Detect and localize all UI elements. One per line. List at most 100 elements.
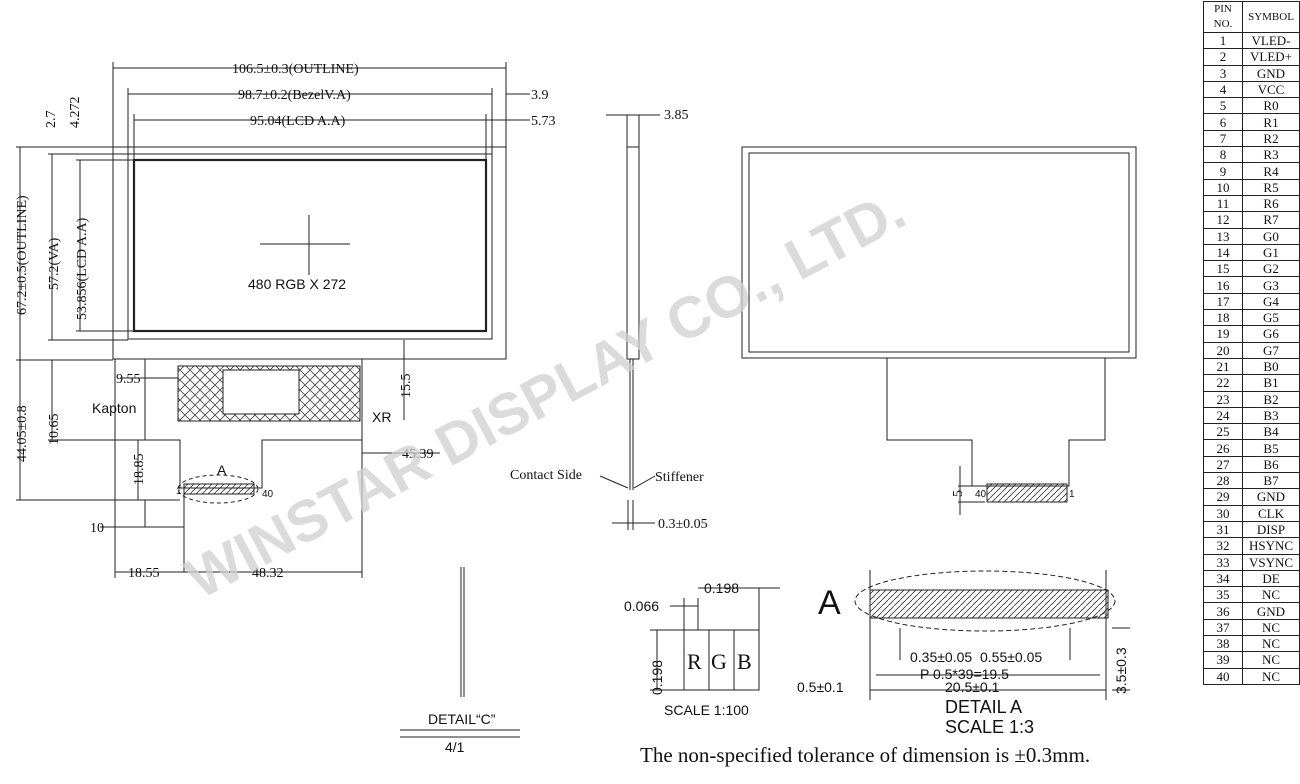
pin-1-label: 1	[176, 486, 182, 497]
pin-symbol: B2	[1242, 390, 1300, 408]
pin-symbol: VCC	[1242, 80, 1300, 99]
pin-number: 8	[1203, 146, 1243, 164]
dim-0-5: 0.5±0.1	[797, 679, 844, 695]
pin-symbol: R7	[1242, 211, 1300, 229]
pin-symbol: B1	[1242, 374, 1300, 392]
pin-symbol: R0	[1242, 97, 1300, 115]
pin-symbol: CLK	[1242, 504, 1300, 522]
connector-pins	[183, 483, 255, 495]
dim-45-39: 45.39	[402, 447, 434, 462]
detail-a-letter: A	[818, 584, 841, 622]
pin-number: 7	[1203, 129, 1243, 148]
pin-symbol: G1	[1242, 243, 1300, 262]
bezel-va-label: 98.7±0.2(BezelV.A)	[238, 88, 351, 103]
pin-symbol: R3	[1242, 146, 1300, 164]
dim-48-32: 48.32	[252, 566, 284, 581]
dim-0-3: 0.3±0.05	[658, 517, 708, 532]
detail-c-title: DETAIL“C”	[428, 711, 496, 727]
pin-number: 13	[1203, 227, 1243, 245]
dim-15-5: 15.5	[399, 374, 414, 399]
pin-number: 4	[1203, 80, 1243, 99]
dim-2-7: 2.7	[44, 111, 59, 129]
lcd-aa-height-label: 53.856(LCD A.A)	[75, 217, 90, 320]
symbol-header: SYMBOL	[1242, 1, 1300, 33]
front-view	[16, 62, 530, 578]
pin-symbol: R5	[1242, 178, 1300, 196]
pin-number: 2	[1203, 48, 1243, 66]
pin-number: 15	[1203, 260, 1243, 278]
contact-side-label: Contact Side	[510, 468, 582, 483]
pin-number: 12	[1203, 211, 1243, 229]
pin-number: 38	[1203, 634, 1243, 653]
pin-number: 33	[1203, 553, 1243, 571]
pin-symbol: B0	[1242, 357, 1300, 376]
rgb-r: R	[687, 649, 702, 674]
kapton-label: Kapton	[92, 400, 136, 416]
pin-number: 22	[1203, 374, 1243, 392]
pin-table-header: PIN NO. SYMBOL	[1203, 1, 1300, 33]
rgb-b: B	[737, 649, 752, 674]
stiffener-label: Stiffener	[655, 470, 704, 485]
pin-symbol: G5	[1242, 309, 1300, 327]
pin-symbol: R1	[1242, 113, 1300, 131]
pin-symbol: HSYNC	[1242, 537, 1300, 555]
pin-symbol: B3	[1242, 406, 1300, 425]
rgb-pixel-detail	[650, 587, 780, 691]
resolution-label: 480 RGB X 272	[248, 276, 346, 292]
pin-symbol: B6	[1242, 455, 1300, 474]
rgb-g: G	[711, 649, 727, 674]
pin-symbol: G6	[1242, 325, 1300, 343]
dim-9-55: 9.55	[116, 372, 141, 387]
dim-0-198-side: 0.198	[649, 660, 665, 695]
pin-symbol: B7	[1242, 472, 1300, 490]
dim-20-5: 20.5±0.1	[945, 679, 1000, 695]
dim-0-066: 0.066	[624, 598, 659, 614]
pin-symbol: G0	[1242, 227, 1300, 245]
pin-number: 21	[1203, 357, 1243, 376]
pin-number: 35	[1203, 586, 1243, 604]
pin-no-header: PIN NO.	[1203, 1, 1243, 33]
pin-number: 34	[1203, 569, 1243, 588]
detail-c-view	[400, 567, 520, 738]
pin-symbol: VLED+	[1242, 48, 1300, 66]
detail-a-title: DETAIL A	[945, 697, 1022, 717]
pin-number: 19	[1203, 325, 1243, 343]
pin-number: 29	[1203, 488, 1243, 506]
pin-1-rear: 1	[1069, 489, 1075, 500]
outline-height-label: 67.2±0.5(OUTLINE)	[15, 195, 30, 315]
pin-number: 40	[1203, 667, 1243, 685]
outline-frame	[112, 146, 507, 360]
pin-number: 32	[1203, 537, 1243, 555]
pin-number: 20	[1203, 341, 1243, 359]
pin-symbol: VLED-	[1242, 31, 1300, 50]
dim-3-85: 3.85	[664, 108, 689, 123]
detail-a-scale: SCALE 1:3	[945, 717, 1034, 737]
mechanical-drawing: 106.5±0.3(OUTLINE) 98.7±0.2(BezelV.A) 95…	[15, 62, 1137, 755]
pin-number: 23	[1203, 390, 1243, 408]
dim-3-9: 3.9	[531, 88, 549, 103]
pin-number: 11	[1203, 194, 1243, 213]
